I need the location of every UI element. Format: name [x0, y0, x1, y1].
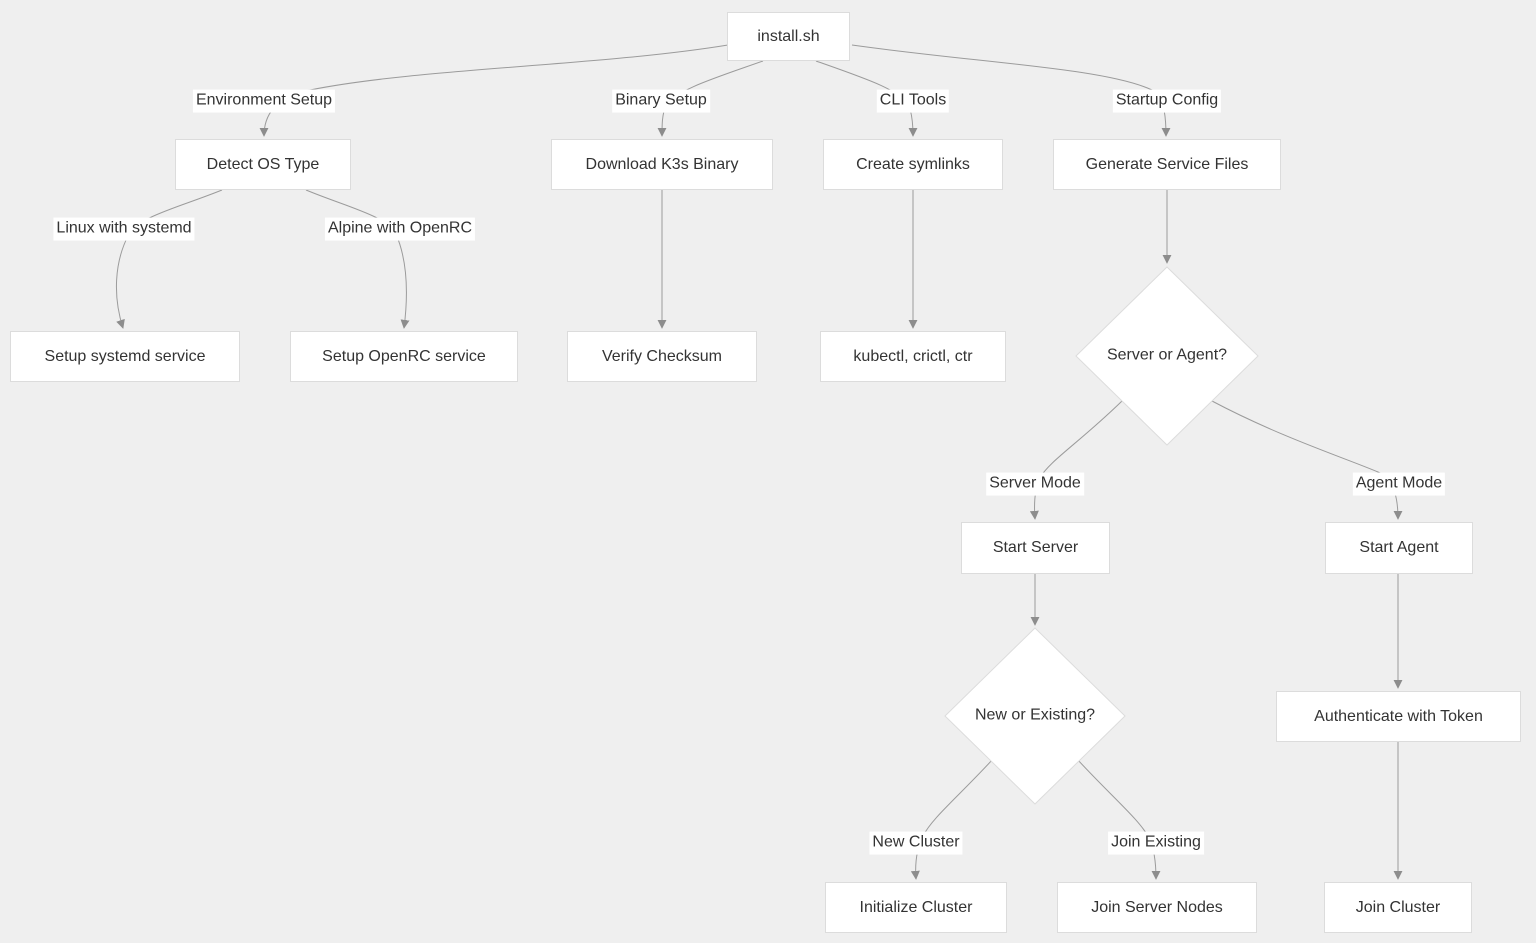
- decision-label-server-or-agent: Server or Agent?: [1106, 346, 1228, 364]
- node-initialize-cluster-label: Initialize Cluster: [859, 898, 973, 916]
- node-verify-checksum: Verify Checksum: [567, 331, 757, 382]
- node-create-symlinks-label: Create symlinks: [856, 155, 970, 173]
- edge-new-or-existing-to-join-server-nodes: [1076, 758, 1161, 880]
- node-start-server-label: Start Server: [992, 539, 1079, 556]
- node-download-k3s-binary-label: Download K3s Binary: [585, 155, 739, 173]
- edge-label-alpine-with-openrc: Alpine with OpenRC: [324, 217, 476, 241]
- node-join-server-nodes: Join Server Nodes: [1057, 882, 1257, 933]
- edge-server-or-agent-to-start-agent: [1211, 400, 1403, 520]
- node-generate-service-files-label: Generate Service Files: [1085, 155, 1249, 173]
- node-cli-binaries: kubectl, crictl, ctr: [820, 331, 1006, 382]
- node-create-symlinks: Create symlinks: [823, 139, 1003, 190]
- edge-detect-os-to-setup-systemd: [115, 189, 223, 329]
- node-install-sh-label: install.sh: [757, 27, 820, 45]
- node-authenticate-with-token: Authenticate with Token: [1276, 691, 1521, 742]
- edge-label-startup-config: Startup Config: [1112, 89, 1222, 113]
- decision-label-new-or-existing: New or Existing?: [974, 706, 1096, 724]
- edge-label-environment-setup: Environment Setup: [192, 89, 336, 113]
- node-start-agent: Start Agent: [1325, 522, 1473, 574]
- decision-diamond-new-or-existing: [944, 627, 1126, 805]
- node-install-sh: install.sh: [727, 12, 850, 61]
- node-setup-systemd-service-label: Setup systemd service: [44, 347, 206, 365]
- node-setup-openrc-service-label: Setup OpenRC service: [322, 347, 486, 365]
- node-download-k3s-binary: Download K3s Binary: [551, 139, 773, 190]
- edge-label-cli-tools: CLI Tools: [876, 89, 950, 113]
- edge-detect-os-to-setup-openrc: [305, 189, 410, 329]
- edge-label-server-mode: Server Mode: [986, 472, 1084, 496]
- node-verify-checksum-label: Verify Checksum: [601, 347, 723, 365]
- node-generate-service-files: Generate Service Files: [1053, 139, 1281, 190]
- edge-label-new-cluster: New Cluster: [869, 831, 963, 855]
- node-cli-binaries-label: kubectl, crictl, ctr: [853, 347, 973, 365]
- node-setup-systemd-service: Setup systemd service: [10, 331, 240, 382]
- node-join-cluster-label: Join Cluster: [1355, 898, 1441, 916]
- edge-new-or-existing-to-initialize-cluster: [910, 758, 994, 880]
- node-join-cluster: Join Cluster: [1324, 882, 1472, 933]
- node-initialize-cluster: Initialize Cluster: [825, 882, 1007, 933]
- node-detect-os-type: Detect OS Type: [175, 139, 351, 190]
- edge-label-linux-with-systemd: Linux with systemd: [53, 217, 195, 241]
- edge-label-agent-mode: Agent Mode: [1352, 472, 1446, 496]
- edge-label-binary-setup: Binary Setup: [612, 89, 710, 113]
- edge-server-or-agent-to-start-server: [1029, 400, 1123, 520]
- decision-diamond-server-or-agent: [1075, 266, 1259, 446]
- node-authenticate-with-token-label: Authenticate with Token: [1314, 707, 1483, 725]
- node-start-agent-label: Start Agent: [1359, 539, 1439, 556]
- node-join-server-nodes-label: Join Server Nodes: [1091, 898, 1223, 916]
- edge-label-join-existing: Join Existing: [1108, 831, 1204, 855]
- node-detect-os-type-label: Detect OS Type: [206, 155, 320, 173]
- node-setup-openrc-service: Setup OpenRC service: [290, 331, 518, 382]
- node-start-server: Start Server: [961, 522, 1110, 574]
